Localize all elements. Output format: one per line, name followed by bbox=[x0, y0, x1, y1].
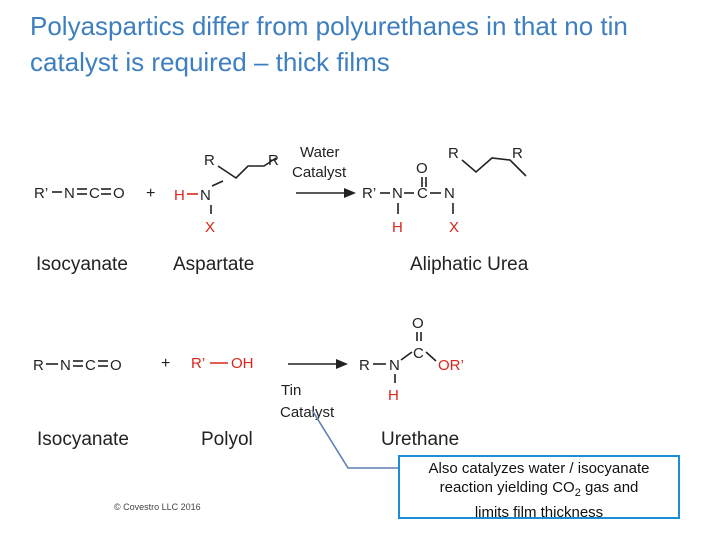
r-label: R bbox=[204, 152, 215, 169]
x-label: X bbox=[205, 219, 215, 236]
polyol-caption: Polyol bbox=[201, 429, 253, 450]
r-label: R bbox=[512, 145, 523, 162]
r-label: R bbox=[359, 357, 370, 374]
callout-subscript: 2 bbox=[574, 487, 581, 499]
carbon-label: C bbox=[413, 345, 424, 362]
callout-line: reaction yielding CO2 gas and bbox=[400, 478, 678, 503]
isocyanate-caption: Isocyanate bbox=[36, 254, 128, 275]
hydrogen-label: H bbox=[392, 219, 403, 236]
oxygen-label: O bbox=[113, 185, 125, 202]
oxygen-label: O bbox=[110, 357, 122, 374]
nitrogen-label: N bbox=[200, 187, 211, 204]
isocyanate-caption: Isocyanate bbox=[37, 429, 129, 450]
alkyl-chain bbox=[217, 157, 277, 180]
nitrogen-label: N bbox=[60, 357, 71, 374]
carbon-label: C bbox=[417, 185, 428, 202]
r-prime-label: R’ bbox=[34, 185, 48, 202]
isocyanate-molecule-2: R N C O bbox=[33, 357, 122, 374]
polyol-molecule: R’ OH bbox=[191, 355, 254, 372]
callout-line: limits film thickness bbox=[474, 504, 604, 521]
slide-title: Polyaspartics differ from polyurethanes … bbox=[30, 11, 628, 77]
arrow-top-label: Water bbox=[300, 144, 339, 161]
urea-molecule: R R O R’ N C N H X bbox=[362, 145, 527, 236]
r-label: R bbox=[33, 357, 44, 374]
r-label: R bbox=[448, 145, 459, 162]
r-prime-label: R’ bbox=[191, 355, 205, 372]
arrow-bottom-label: Catalyst bbox=[292, 164, 347, 181]
oxygen-label: O bbox=[412, 315, 424, 332]
nitrogen-label: N bbox=[64, 185, 75, 202]
catalyst-note-callout: Also catalyzes water / isocyanate reacti… bbox=[398, 455, 680, 521]
callout-text: gas and bbox=[580, 479, 639, 496]
r-prime-label: R’ bbox=[362, 185, 376, 202]
isocyanate-molecule-1: R’ N C O bbox=[34, 185, 125, 202]
nitrogen-label: N bbox=[392, 185, 403, 202]
copyright-notice: © Covestro LLC 2016 bbox=[114, 502, 201, 512]
nitrogen-label: N bbox=[389, 357, 400, 374]
hydrogen-label: H bbox=[174, 187, 185, 204]
carbon-label: C bbox=[85, 357, 96, 374]
x-label: X bbox=[449, 219, 459, 236]
oxygen-label: O bbox=[416, 160, 428, 177]
hydrogen-label: H bbox=[388, 387, 399, 404]
tin-label: Tin bbox=[281, 382, 301, 399]
reaction-arrow-2: Tin Catalyst bbox=[280, 359, 348, 421]
urethane-caption: Urethane bbox=[381, 429, 459, 450]
catalyst-label: Catalyst bbox=[280, 404, 335, 421]
aspartate-caption: Aspartate bbox=[173, 254, 254, 275]
hydroxyl-label: OH bbox=[231, 355, 254, 372]
callout-text: reaction yielding CO bbox=[439, 479, 575, 496]
alkyl-chain bbox=[461, 157, 527, 177]
aspartate-molecule: R R H N X bbox=[174, 152, 279, 236]
or-prime-label: OR’ bbox=[438, 357, 464, 374]
reaction-arrow-1: Water Catalyst bbox=[292, 144, 356, 198]
plus-sign: + bbox=[146, 185, 155, 202]
carbon-label: C bbox=[89, 185, 100, 202]
urethane-molecule: O C R N H OR’ bbox=[359, 315, 464, 404]
callout-connector bbox=[311, 409, 398, 469]
nitrogen-label: N bbox=[444, 185, 455, 202]
aliphatic-urea-caption: Aliphatic Urea bbox=[410, 254, 529, 275]
plus-sign: + bbox=[161, 355, 170, 372]
callout-line: Also catalyzes water / isocyanate bbox=[428, 460, 650, 477]
